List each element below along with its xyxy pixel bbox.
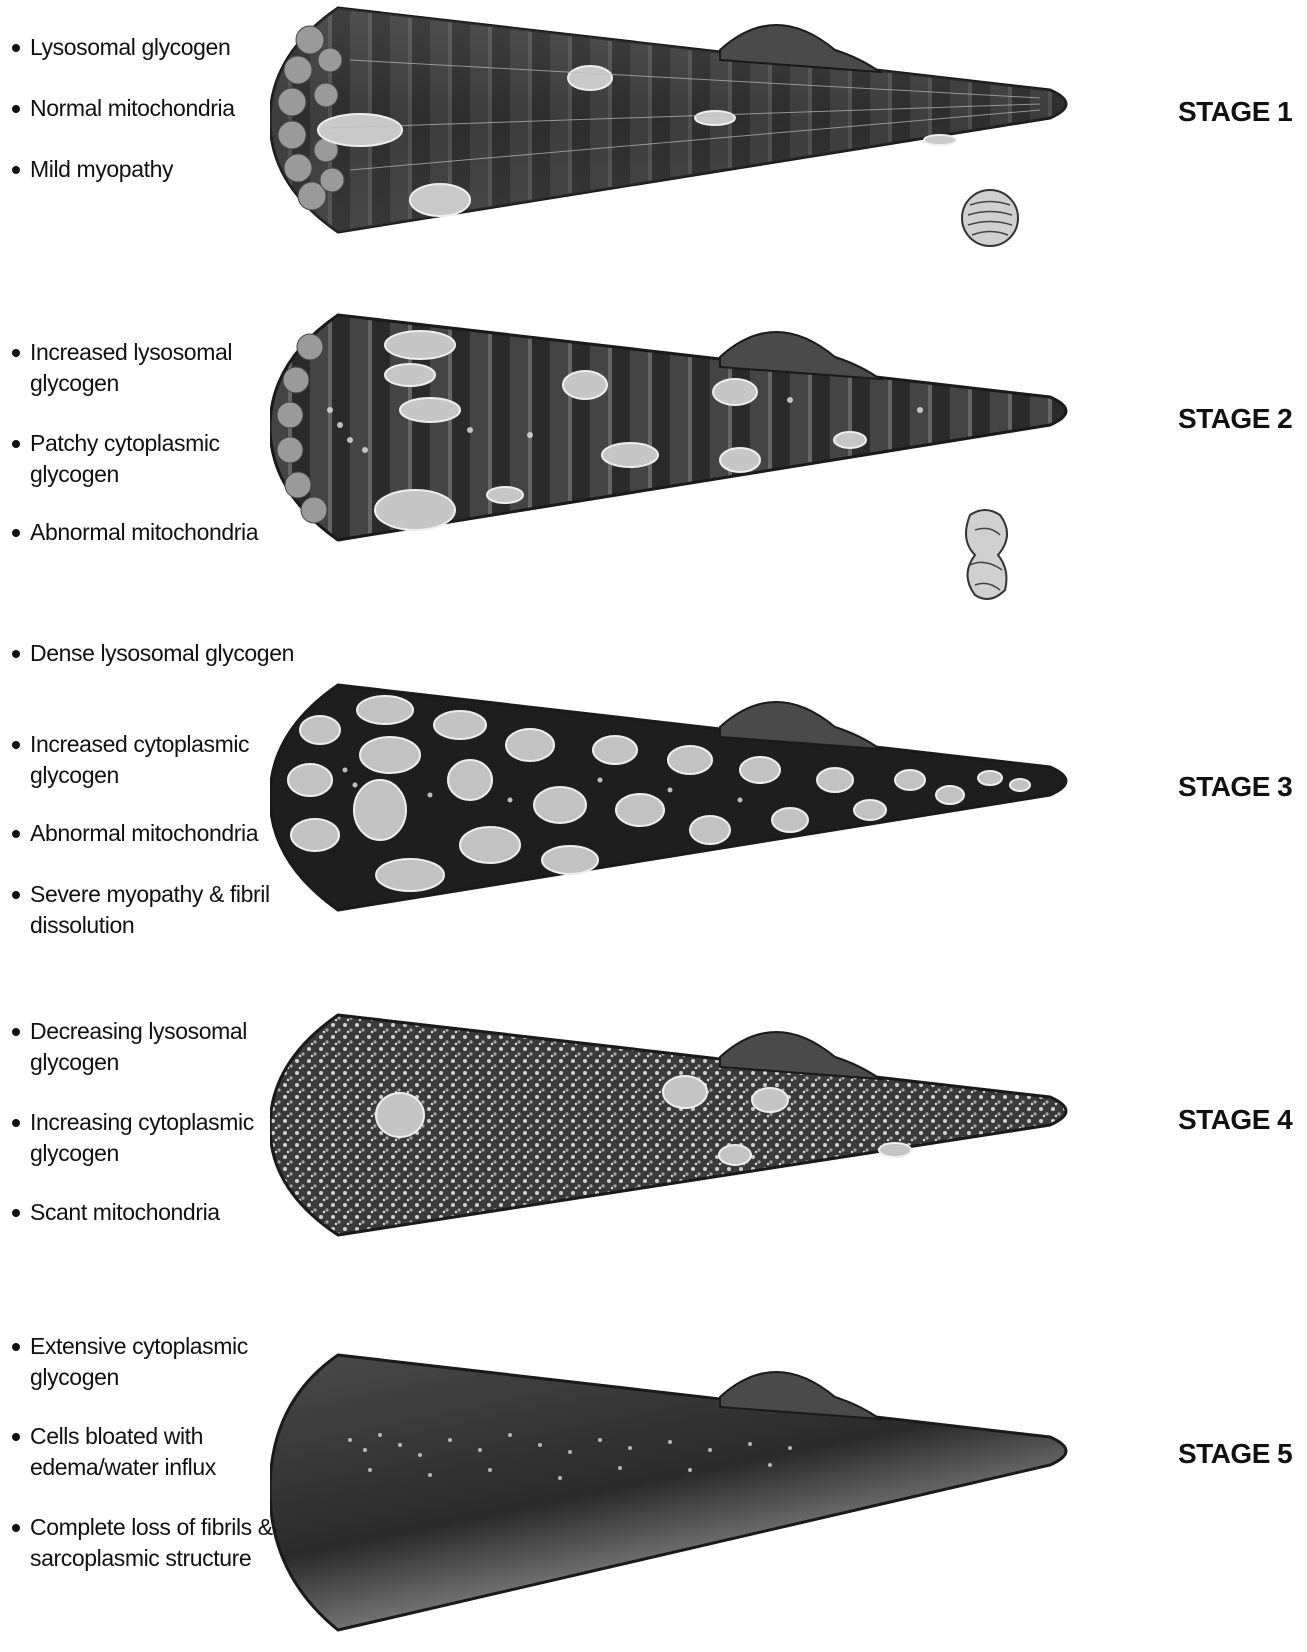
- stage-1-bullet-3: Mild myopathy: [12, 154, 300, 185]
- stage-5-muscle-fiber: [270, 1340, 1150, 1640]
- stage-5-label: STAGE 5: [1178, 1438, 1303, 1470]
- normal-mitochondrion-icon: [962, 190, 1018, 246]
- stage-4-muscle-fiber: [270, 1010, 1150, 1260]
- stage-1-label: STAGE 1: [1178, 96, 1303, 128]
- stage-5-bullet-2: Cells bloated with edema/water influx: [12, 1421, 300, 1483]
- stage-5-bullet-1: Extensive cytoplasmic glycogen: [12, 1331, 300, 1393]
- stage-3-bullet-3: Abnormal mitochondria: [12, 818, 300, 849]
- stage-2-muscle-fiber: [270, 300, 1150, 610]
- stage-4-label: STAGE 4: [1178, 1104, 1303, 1136]
- stage-2-bullet-1: Increased lysosomal glycogen: [12, 337, 300, 399]
- stage-3-bullet-1: Dense lysosomal glycogen: [12, 638, 300, 669]
- stage-3-muscle-fiber: [270, 670, 1150, 960]
- stage-2-bullet-2: Patchy cytoplasmic glycogen: [12, 428, 300, 490]
- stage-1-bullet-2: Normal mitochondria: [12, 93, 300, 124]
- abnormal-mitochondrion-icon: [966, 510, 1007, 599]
- stage-4-bullet-3: Scant mitochondria: [12, 1197, 300, 1228]
- stage-4-bullet-1: Decreasing lysosomal glycogen: [12, 1016, 300, 1078]
- stage-2-bullet-3: Abnormal mitochondria: [12, 517, 300, 548]
- stage-1-muscle-fiber: [270, 0, 1150, 270]
- stage-5-bullet-3: Complete loss of fibrils & sarcoplasmic …: [12, 1512, 300, 1574]
- stage-3-bullet-2: Increased cytoplasmic glycogen: [12, 729, 300, 791]
- stage-2-label: STAGE 2: [1178, 403, 1303, 435]
- stage-4-bullet-2: Increasing cytoplasmic glycogen: [12, 1107, 300, 1169]
- stage-3-label: STAGE 3: [1178, 771, 1303, 803]
- stage-3-bullet-4: Severe myopathy & fibril dissolution: [12, 879, 300, 941]
- stage-1-bullet-1: Lysosomal glycogen: [12, 32, 300, 63]
